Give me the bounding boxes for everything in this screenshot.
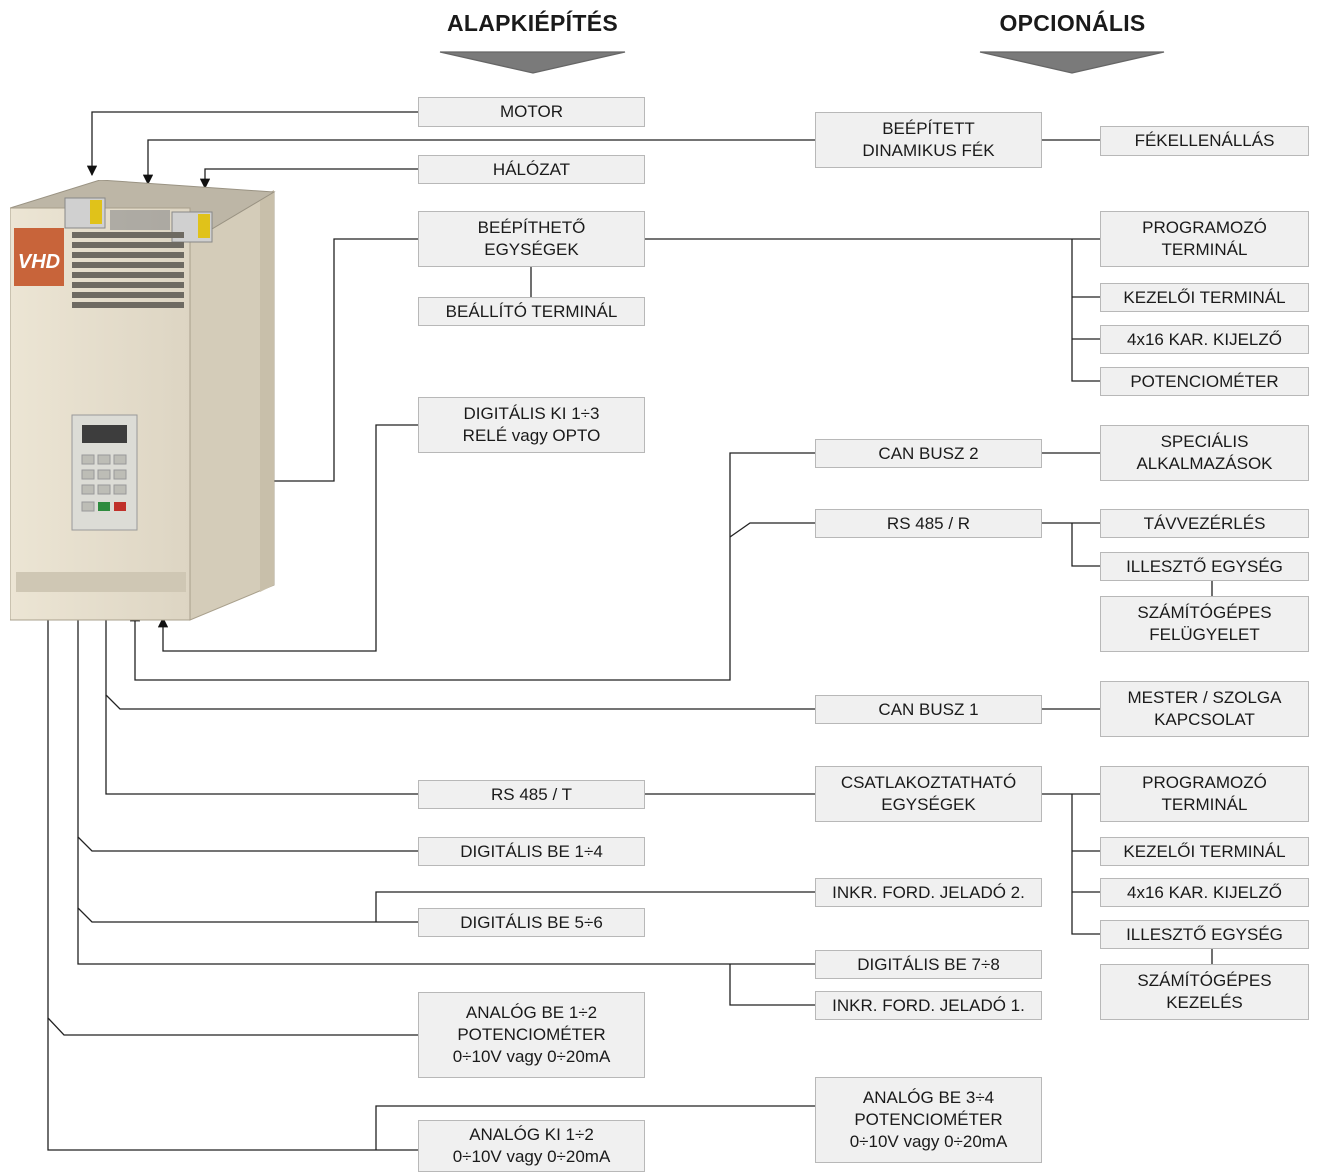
kijelzo-box-2: 4x16 KAR. KIJELZŐ <box>1100 878 1309 907</box>
header-optional: OPCIONÁLIS <box>999 10 1146 36</box>
digitalis-be-14-line <box>72 591 418 852</box>
kezeloi-terminal-box-1: KEZELŐI TERMINÁL <box>1100 283 1309 312</box>
inkr-1-box: INKR. FORD. JELADÓ 1. <box>815 991 1042 1020</box>
analog-be-34-box: ANALÓG BE 3÷4 POTENCIOMÉTER 0÷10V vagy 0… <box>815 1077 1042 1163</box>
analog-be-12-line <box>42 586 418 1036</box>
analog-ki-line <box>47 1018 418 1151</box>
rs485-t-box: RS 485 / T <box>418 780 645 809</box>
mester-szolga-box: MESTER / SZOLGA KAPCSOLAT <box>1100 681 1309 737</box>
can-busz-1-box: CAN BUSZ 1 <box>815 695 1042 724</box>
illeszto-box-1: ILLESZTŐ EGYSÉG <box>1100 552 1309 581</box>
can1-line <box>100 601 815 710</box>
motor-box: MOTOR <box>418 97 645 127</box>
basic-header-arrow <box>439 51 626 74</box>
beepitheto-options-bus <box>1071 239 1100 382</box>
digitalis-be-56-box: DIGITÁLIS BE 5÷6 <box>418 908 645 937</box>
beallito-terminal-box: BEÁLLÍTÓ TERMINÁL <box>418 297 645 326</box>
optional-header-arrow <box>979 51 1165 74</box>
csatlakoztathato-box: CSATLAKOZTATHATÓ EGYSÉGEK <box>815 766 1042 822</box>
illeszto-box-2: ILLESZTŐ EGYSÉG <box>1100 920 1309 949</box>
halozat-line <box>199 168 418 190</box>
digitalis-be-78-line <box>77 908 815 965</box>
fekellenallas-box: FÉKELLENÁLLÁS <box>1100 126 1309 156</box>
digitalis-ki-box: DIGITÁLIS KI 1÷3 RELÉ vagy OPTO <box>418 397 645 453</box>
specialis-box: SPECIÁLIS ALKALMAZÁSOK <box>1100 425 1309 481</box>
motor-line <box>86 111 418 177</box>
can-busz-2-box: CAN BUSZ 2 <box>815 439 1042 468</box>
analog-be-12-box: ANALÓG BE 1÷2 POTENCIOMÉTER 0÷10V vagy 0… <box>418 992 645 1078</box>
brake-line <box>142 139 815 186</box>
digitalis-be-14-box: DIGITÁLIS BE 1÷4 <box>418 837 645 866</box>
programozo-terminal-box-2: PROGRAMOZÓ TERMINÁL <box>1100 766 1309 822</box>
inkr-2-box: INKR. FORD. JELADÓ 2. <box>815 878 1042 907</box>
digitalis-be-56-line <box>77 837 418 923</box>
tavvezerles-box: TÁVVEZÉRLÉS <box>1100 509 1309 538</box>
brand-logo: VHD <box>18 251 60 273</box>
potenciometer-box: POTENCIOMÉTER <box>1100 367 1309 396</box>
beepitheto-box: BEÉPÍTHETŐ EGYSÉGEK <box>418 211 645 267</box>
kezeloi-terminal-box-2: KEZELŐI TERMINÁL <box>1100 837 1309 866</box>
beepitett-fek-box: BEÉPÍTETT DINAMIKUS FÉK <box>815 112 1042 168</box>
rs485t-line <box>105 695 418 795</box>
programozo-terminal-box-1: PROGRAMOZÓ TERMINÁL <box>1100 211 1309 267</box>
can2-rs485r-line <box>129 452 815 681</box>
szamitogepes-kezeles-box: SZÁMÍTÓGÉPES KEZELÉS <box>1100 964 1309 1020</box>
szamitogepes-felugyelet-box: SZÁMÍTÓGÉPES FELÜGYELET <box>1100 596 1309 652</box>
digitalis-be-78-box: DIGITÁLIS BE 7÷8 <box>815 950 1042 979</box>
analog-ki-12-box: ANALÓG KI 1÷2 0÷10V vagy 0÷20mA <box>418 1120 645 1172</box>
halozat-box: HÁLÓZAT <box>418 155 645 184</box>
header-basic: ALAPKIÉPÍTÉS <box>446 10 618 36</box>
inverter-device-image: VHD <box>10 180 276 621</box>
kijelzo-box-1: 4x16 KAR. KIJELZŐ <box>1100 325 1309 354</box>
digitalis-ki-line <box>157 424 418 652</box>
rs485-r-box: RS 485 / R <box>815 509 1042 538</box>
